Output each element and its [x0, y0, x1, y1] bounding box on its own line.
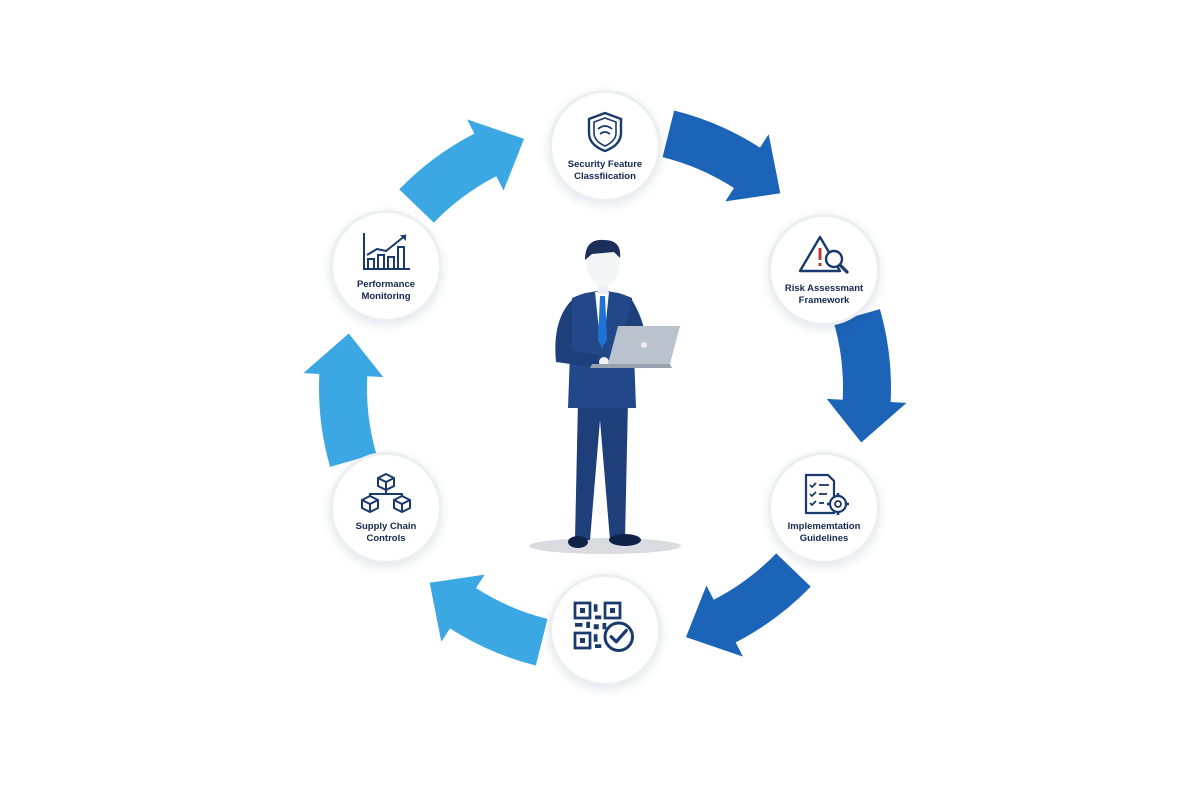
node-label: Security Feature Classfiication	[567, 159, 643, 182]
arrow-risk-to-implementation	[826, 309, 907, 443]
businessman-laptop-icon	[529, 239, 681, 554]
node-label: Supply Chain Controls	[355, 521, 417, 544]
bar-chart-trend-icon	[363, 233, 410, 270]
cubes-network-icon	[361, 472, 411, 514]
node-supply-chain-controls: Supply Chain Controls	[330, 452, 442, 564]
node-risk-assessment-framework: Risk Assessmant Framework	[768, 214, 880, 326]
node-performance-monitoring: Performance Monitoring	[330, 210, 442, 322]
arrow-security-to-risk	[662, 110, 781, 202]
shield-icon	[587, 111, 623, 153]
arrow-performance-to-security	[399, 119, 525, 223]
node-implementation-guidelines: Implememtation Guidelines	[768, 452, 880, 564]
warning-magnifier-icon	[798, 235, 849, 274]
node-label: Implememtation Guidelines	[787, 521, 861, 544]
arrow-verification-to-supply	[429, 574, 548, 666]
arrow-implementation-to-verification	[685, 553, 811, 657]
qr-code-check-icon	[573, 601, 634, 652]
arrow-supply-to-performance	[303, 333, 384, 467]
node-label: Risk Assessmant Framework	[784, 283, 864, 306]
checklist-gear-icon	[804, 473, 849, 515]
node-security-feature-classification: Security Feature Classfiication	[549, 90, 661, 202]
node-label: Performance Monitoring	[356, 279, 416, 302]
node-verification	[549, 574, 661, 686]
